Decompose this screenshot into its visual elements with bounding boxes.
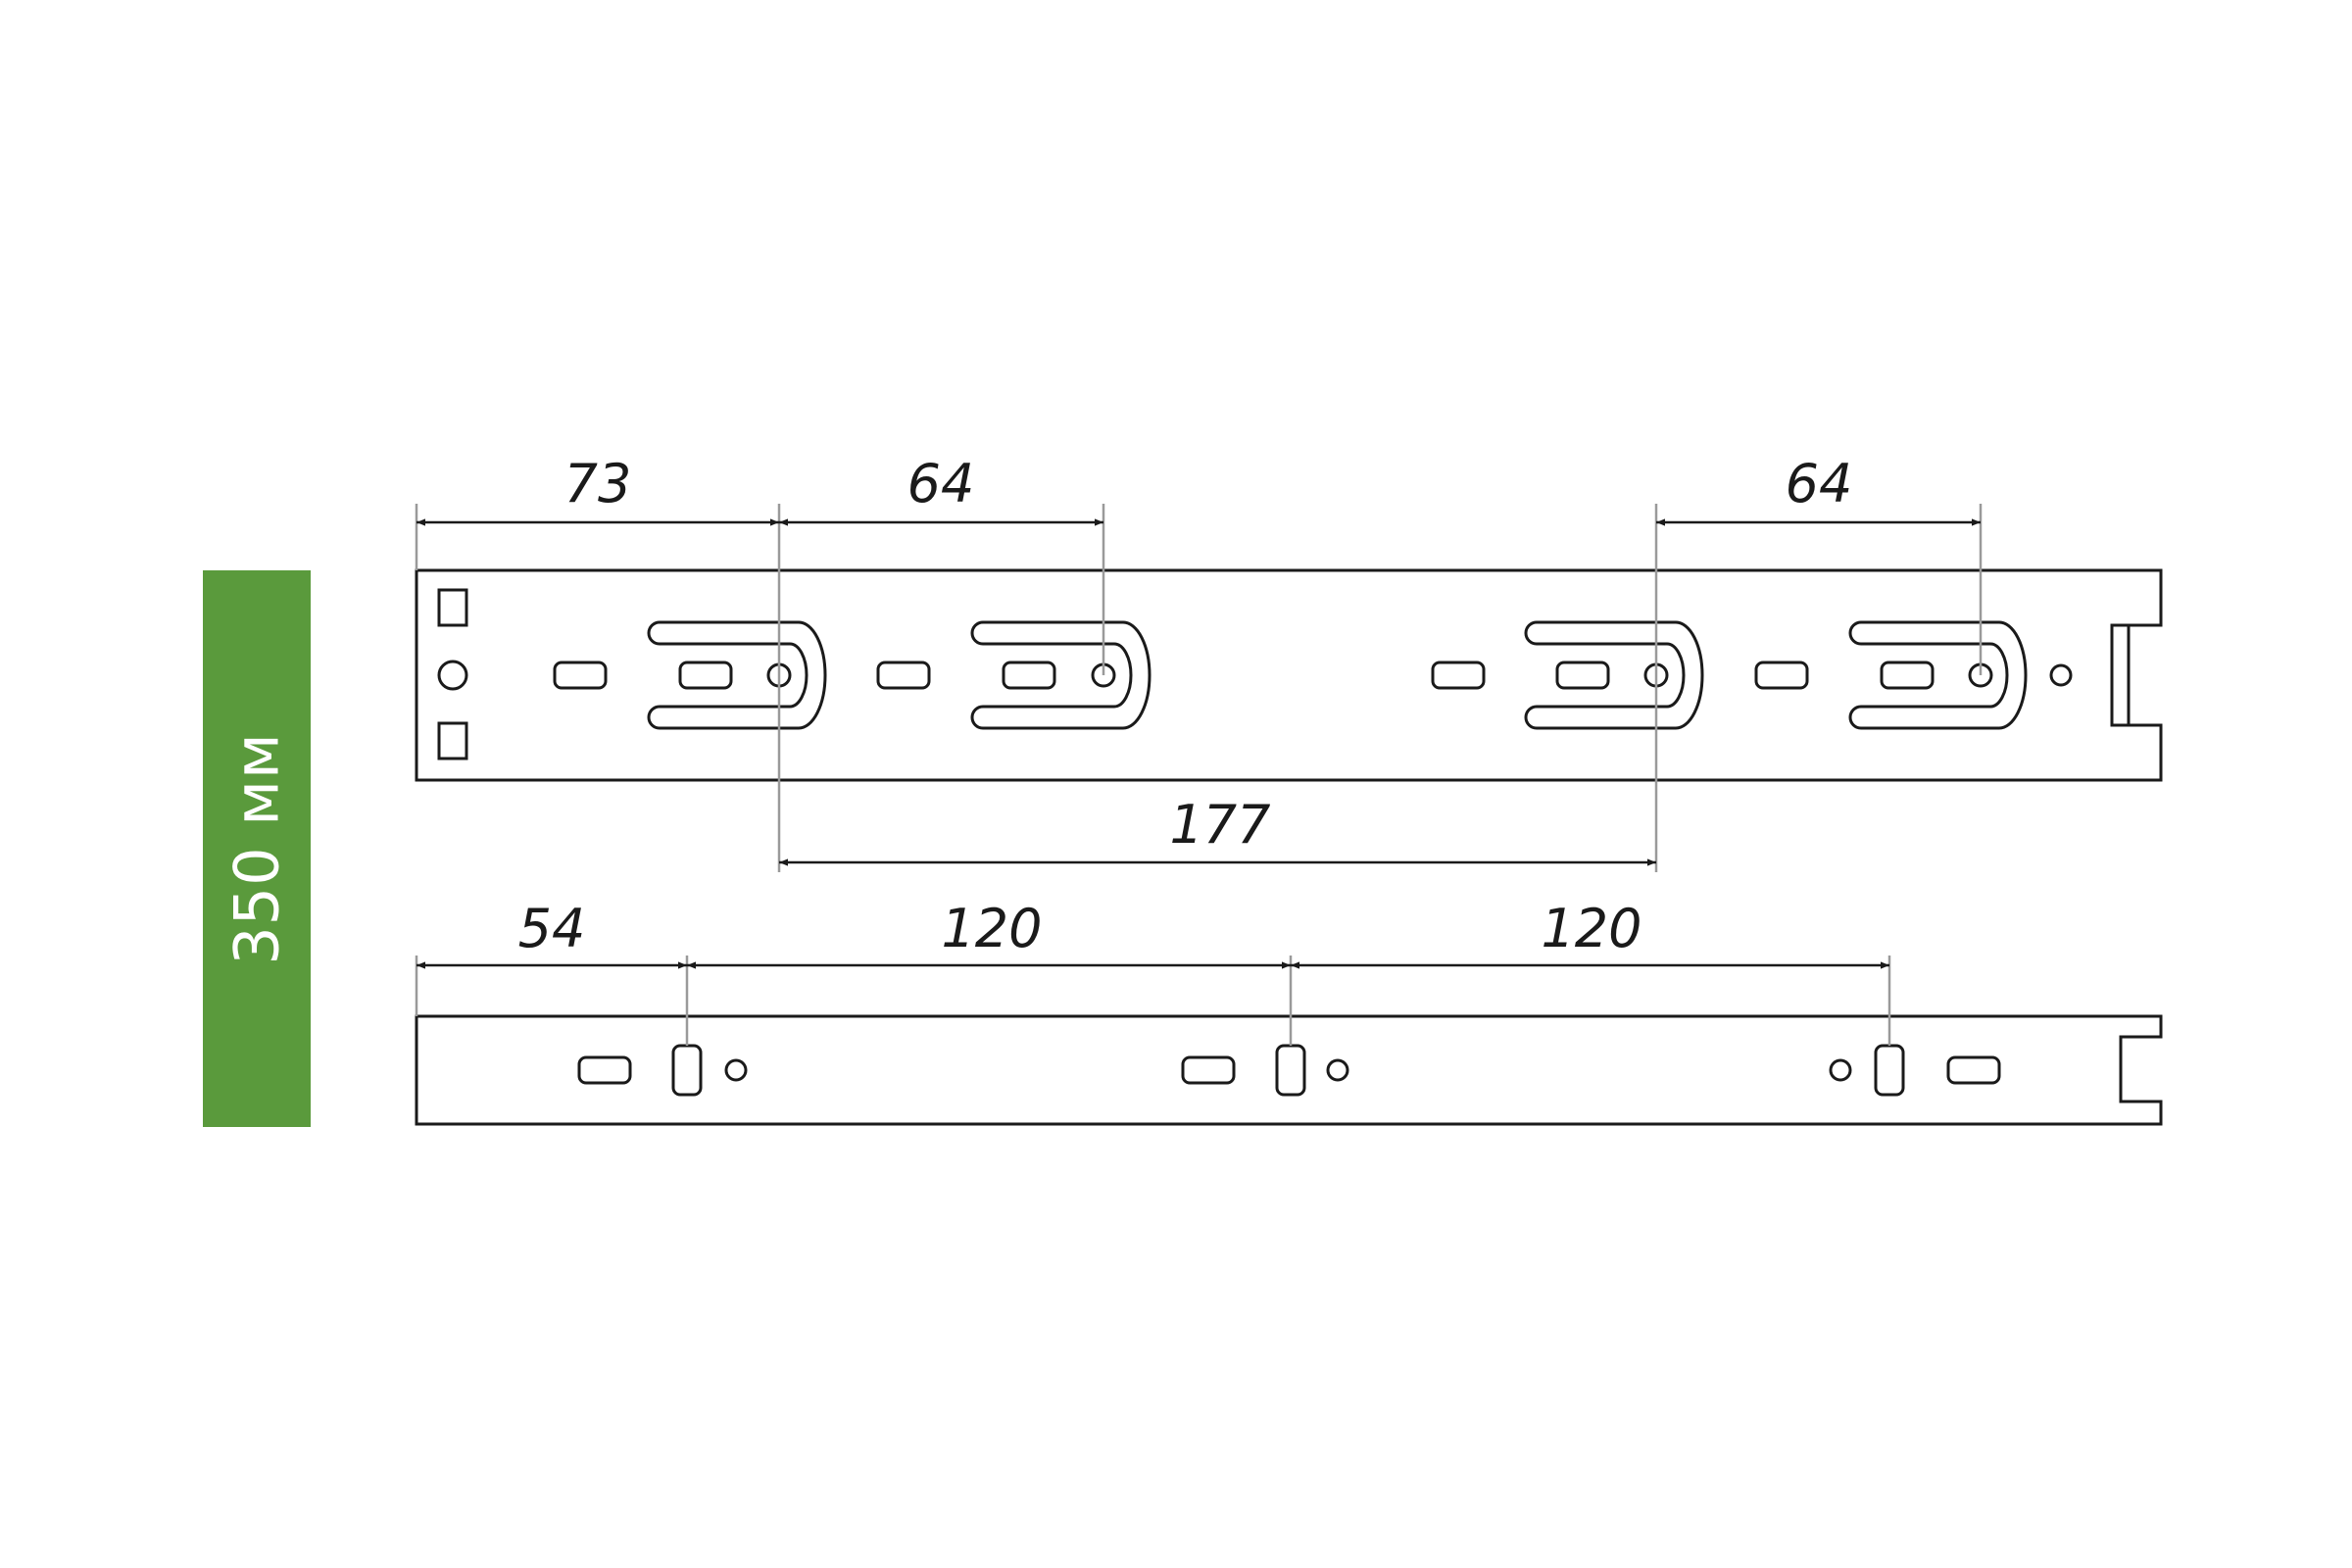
bottom-rail xyxy=(415,1014,2163,1126)
dimension-label: 64 xyxy=(907,453,975,514)
slot-group-2 xyxy=(876,620,1152,730)
dimension-label: 120 xyxy=(1541,898,1642,959)
dimension-label: 177 xyxy=(1169,794,1270,856)
slot-group-1 xyxy=(553,620,827,730)
top-rail-square-hole xyxy=(437,721,468,760)
slot-group-4 xyxy=(1754,620,2028,730)
dimension-label: 54 xyxy=(518,898,586,959)
top-rail-square-hole xyxy=(437,588,468,627)
top-dimension-lines xyxy=(416,518,1981,866)
top-leader-lines xyxy=(415,504,1983,872)
slot-group-3 xyxy=(1431,620,1704,730)
top-rail xyxy=(415,568,2163,782)
dimension-label: 64 xyxy=(1786,453,1853,514)
top-rail-outline xyxy=(415,568,2163,782)
bottom-leader-lines xyxy=(415,956,1891,1046)
top-rail-small-hole xyxy=(2049,663,2073,687)
dimension-label: 73 xyxy=(564,453,632,514)
top-rail-round-hole xyxy=(437,660,468,691)
length-badge: 350 мм xyxy=(203,570,311,1127)
dimension-label: 120 xyxy=(941,898,1042,959)
bottom-rail-outline xyxy=(415,1014,2163,1126)
